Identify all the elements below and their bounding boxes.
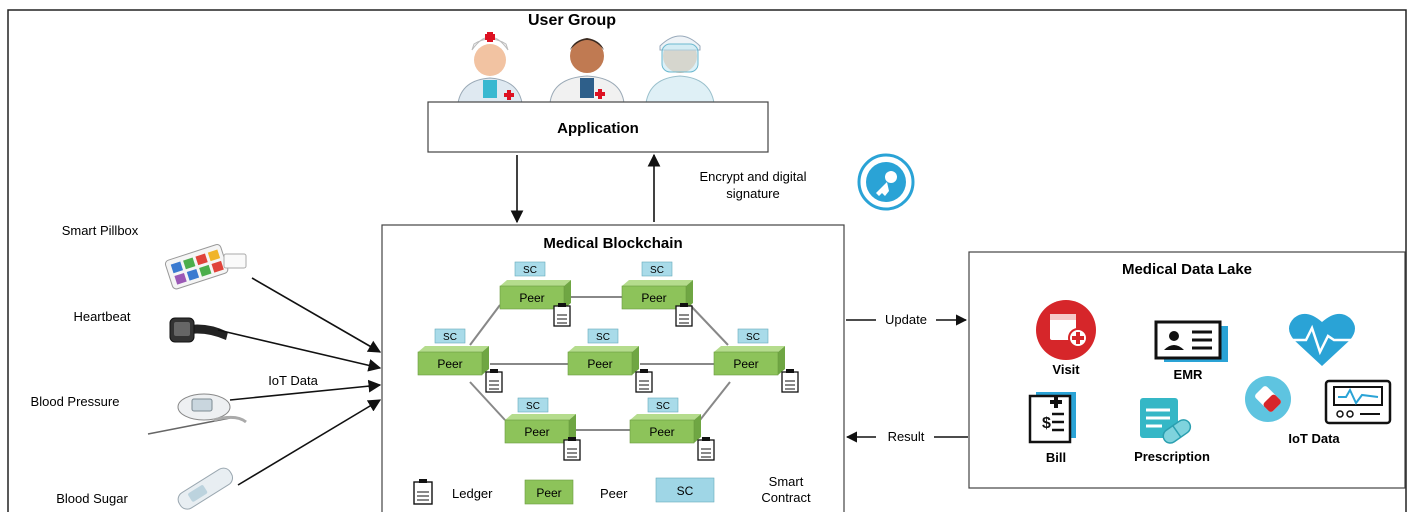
monitor-icon — [1324, 379, 1392, 425]
blood-sugar-device-icon — [177, 467, 234, 510]
device-label-blood-pressure: Blood Pressure — [31, 394, 120, 409]
application-label: Application — [557, 120, 639, 137]
svg-text:Peer: Peer — [641, 291, 666, 305]
svg-text:Peer: Peer — [524, 425, 549, 439]
nurse-icon — [457, 32, 523, 104]
encrypt-label: Encrypt and digital — [700, 169, 807, 184]
peer-node: SC Peer — [713, 328, 799, 393]
svg-text:Peer: Peer — [587, 357, 612, 371]
iot-data-label: IoT Data — [268, 373, 318, 388]
staff-icon — [645, 35, 715, 104]
device-label-heartbeat: Heartbeat — [73, 309, 130, 324]
svg-text:SC: SC — [746, 332, 760, 343]
peer-node: SC Peer — [621, 261, 693, 327]
visit-label: Visit — [1052, 362, 1080, 377]
legend-contract: Contract — [761, 490, 811, 505]
emr-icon — [1154, 320, 1228, 362]
peer-connections — [469, 296, 731, 431]
legend-sc-swatch — [655, 477, 715, 503]
legend-peer: Peer — [600, 486, 628, 501]
arrow-pillbox — [251, 277, 382, 353]
heartbeat-device-icon — [169, 317, 228, 343]
peer-node: SC Peer — [417, 328, 503, 393]
svg-text:Peer: Peer — [519, 291, 544, 305]
blockchain-legend: Ledger Peer Peer SC Smart Contract — [413, 474, 811, 505]
outer-border — [7, 9, 1407, 512]
svg-text:Peer: Peer — [437, 357, 462, 371]
arrow-heartbeat — [217, 329, 382, 372]
svg-text:SC: SC — [656, 401, 670, 412]
sensor-icon — [1245, 376, 1291, 422]
peer-node: SC Peer — [629, 397, 715, 461]
update-label: Update — [885, 312, 927, 327]
legend-ledger: Ledger — [452, 486, 493, 501]
peer-node: SC Peer — [499, 261, 571, 327]
legend-smart: Smart — [769, 474, 804, 489]
key-icon — [857, 153, 915, 211]
prescription-label: Prescription — [1134, 449, 1210, 464]
user-group-title: User Group — [528, 12, 616, 29]
svg-text:SC: SC — [596, 332, 610, 343]
svg-text:SC: SC — [443, 332, 457, 343]
legend-peer-swatch — [524, 479, 574, 505]
bill-label: Bill — [1046, 450, 1066, 465]
device-label-pillbox: Smart Pillbox — [62, 223, 139, 238]
blockchain-title: Medical Blockchain — [543, 235, 682, 252]
iot-data-lake-label: IoT Data — [1288, 431, 1340, 446]
pillbox-icon — [164, 244, 247, 290]
prescription-icon — [1140, 398, 1192, 444]
svg-text:SC: SC — [523, 265, 537, 276]
visit-icon — [1036, 300, 1096, 360]
doctor-icon — [549, 38, 625, 104]
application-box — [427, 101, 769, 153]
data-lake-title: Medical Data Lake — [1122, 261, 1252, 278]
legend-peer-box-label: Peer — [536, 486, 561, 500]
ledger-icon — [413, 479, 433, 505]
svg-text:$: $ — [1042, 415, 1051, 432]
peer-node: SC Peer — [567, 328, 653, 393]
svg-text:Peer: Peer — [733, 357, 758, 371]
peer-node: SC Peer — [504, 397, 581, 461]
emr-label: EMR — [1174, 367, 1204, 382]
bill-icon: $ — [1028, 392, 1076, 444]
signature-label: signature — [726, 186, 779, 201]
arrow-blood-pressure — [229, 379, 382, 401]
heart-monitor-icon — [1289, 313, 1355, 366]
device-label-blood-sugar: Blood Sugar — [56, 491, 128, 506]
blood-pressure-device-icon — [147, 393, 247, 435]
legend-sc-box-label: SC — [677, 484, 694, 498]
data-lake-box — [968, 251, 1406, 489]
result-label: Result — [888, 429, 925, 444]
svg-text:SC: SC — [650, 265, 664, 276]
svg-text:Peer: Peer — [649, 425, 674, 439]
arrow-blood-sugar — [237, 399, 382, 486]
svg-text:SC: SC — [526, 401, 540, 412]
